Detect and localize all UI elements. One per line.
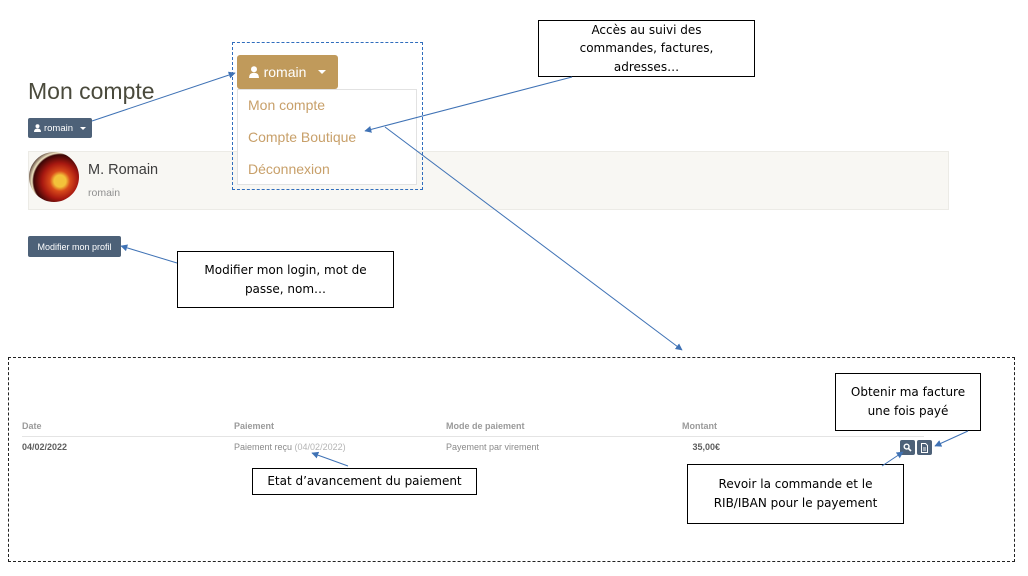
search-icon (903, 443, 912, 452)
column-header-paiement: Paiement (234, 421, 275, 431)
profile-name: M. Romain (88, 162, 159, 178)
menu-item-deconnexion[interactable]: Déconnexion (248, 161, 330, 177)
menu-item-mon-compte[interactable]: Mon compte (248, 97, 326, 113)
invoice-icon (921, 442, 928, 453)
user-menu-label: romain (43, 122, 74, 134)
cell-method: Payement par virement (446, 442, 540, 452)
callout-facture: Obtenir ma facture une fois payé (835, 373, 981, 431)
column-header-date: Date (22, 421, 42, 431)
table-header-divider (22, 436, 924, 437)
user-icon (33, 124, 41, 132)
profile-panel (28, 151, 949, 210)
user-menu-label: romain (263, 64, 307, 80)
user-menu-button-zoomed[interactable]: romain (237, 55, 338, 89)
column-header-montant: Montant (682, 421, 717, 431)
profile-login: romain (88, 187, 121, 199)
payments-highlight-frame (8, 357, 1015, 562)
cell-date: 04/02/2022 (22, 442, 68, 452)
user-menu-button[interactable]: romain (28, 118, 92, 138)
cell-status-label: Paiement reçu (234, 442, 293, 452)
arrow-facture (934, 430, 969, 447)
chevron-down-icon (318, 70, 327, 74)
arrow-edit-profile (120, 244, 178, 264)
cell-amount: 35,00€ (692, 442, 720, 452)
menu-item-compte-boutique[interactable]: Compte Boutique (248, 129, 357, 145)
view-order-button[interactable] (900, 440, 915, 455)
avatar (29, 152, 79, 202)
user-dropdown-menu (237, 89, 417, 185)
download-invoice-button[interactable] (917, 440, 932, 455)
user-icon (248, 66, 259, 78)
arrow-etat (311, 451, 349, 467)
edit-profile-button[interactable]: Modifier mon profil (28, 236, 121, 257)
arrow-commande (881, 451, 904, 467)
chevron-down-icon (80, 126, 87, 130)
cell-status-date: (04/02/2022) (294, 442, 346, 452)
callout-commande: Revoir la commande et le RIB/IBAN pour l… (687, 464, 904, 524)
callout-etat: Etat d’avancement du paiement (252, 468, 477, 495)
arrow-user-button (91, 71, 236, 122)
arrow-to-table (384, 126, 683, 351)
page-title: Mon compte (28, 78, 155, 104)
cell-status: Paiement reçu (04/02/2022) (234, 442, 346, 452)
callout-suivi: Accès au suivi des commandes, factures, … (538, 20, 755, 77)
arrow-compte-boutique (364, 76, 573, 133)
column-header-mode: Mode de paiement (446, 421, 525, 431)
callout-profil: Modifier mon login, mot de passe, nom… (177, 251, 394, 308)
